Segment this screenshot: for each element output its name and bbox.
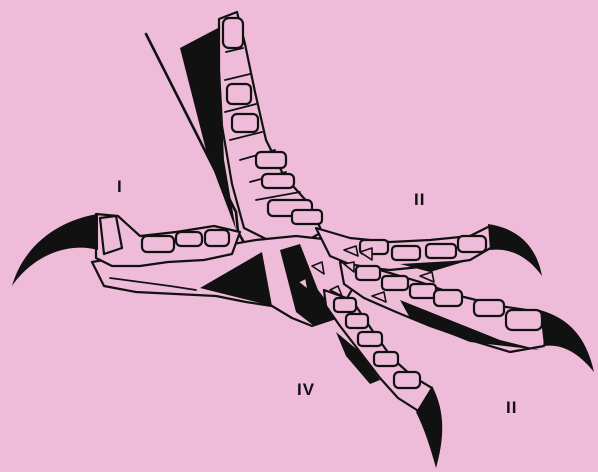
tarsus [146, 12, 322, 246]
label-digit-1: I [117, 178, 123, 195]
label-digit-2: II [414, 191, 425, 208]
label-digit-4: IV [297, 381, 315, 398]
label-digit-3: II [506, 399, 517, 416]
